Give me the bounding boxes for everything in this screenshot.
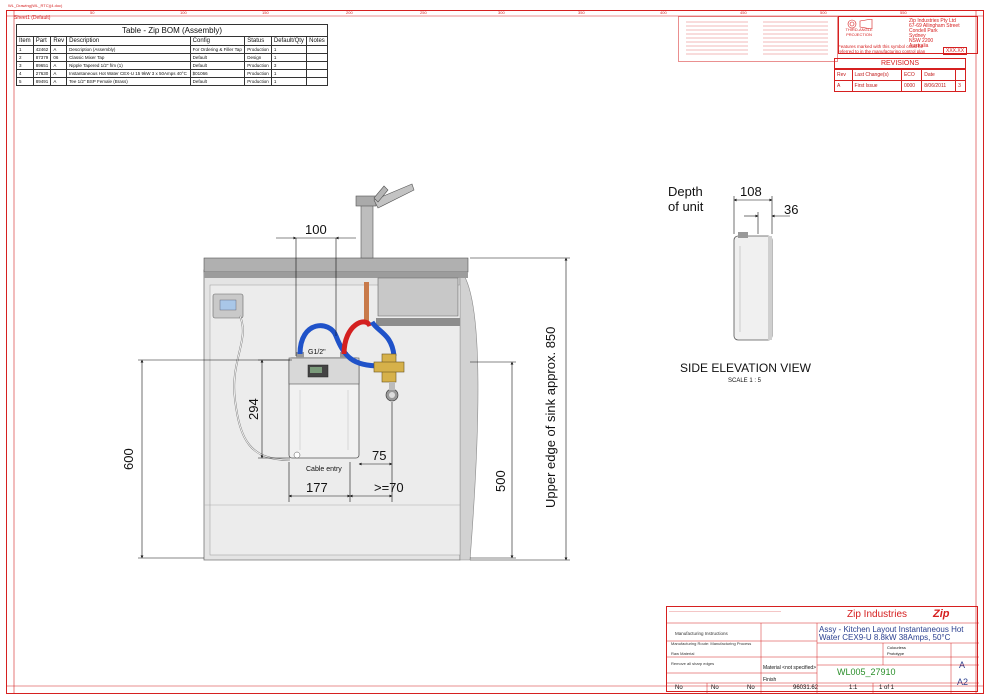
- tb-no-3: No: [747, 685, 755, 691]
- zip-logo: Zip: [933, 608, 950, 620]
- sheet-label: Sheet1 (Default): [14, 15, 51, 21]
- dim-600: 600: [121, 448, 136, 470]
- cable-entry-label: Cable entry: [306, 466, 342, 473]
- third-angle-label: THIRD-ANGLE PROJECTION: [845, 27, 873, 37]
- rev-cell: 8/06/2011: [921, 80, 957, 92]
- tb-sheet: 1 of 1: [879, 685, 895, 691]
- svg-text:450: 450: [740, 10, 747, 15]
- side-view-title: SIDE ELEVATION VIEW: [680, 361, 812, 375]
- sheet-size: A2: [957, 677, 969, 687]
- svg-text:550: 550: [900, 10, 907, 15]
- tb-disclaimer: ————————————————————————————————: [669, 609, 781, 613]
- svg-text:300: 300: [498, 10, 505, 15]
- dim-36: 36: [784, 202, 798, 217]
- company-header-box: THIRD-ANGLE PROJECTION Zip Industries Pt…: [838, 16, 978, 55]
- dim-294: 294: [246, 398, 261, 420]
- svg-text:150: 150: [262, 10, 269, 15]
- cold-supply-hose: [369, 320, 397, 357]
- mfg-instructions: Manufacturing Instructions: [675, 631, 728, 636]
- drawing-number: WL005_27910: [837, 667, 896, 677]
- bom-cell: 5: [16, 77, 34, 86]
- side-view-scale: SCALE 1 : 5: [728, 378, 762, 384]
- dim-75: 75: [372, 448, 386, 463]
- svg-text:500: 500: [820, 10, 827, 15]
- depth-label-1: Depth: [668, 184, 703, 199]
- title-line-2: Water CEX9-U 8.8kW 38Amps, 50°C: [819, 633, 951, 642]
- tee-valve: [373, 353, 405, 402]
- tb-no-2: No: [711, 685, 719, 691]
- tb-status: Prototype: [887, 651, 905, 656]
- sharp-edges-note: Remove all sharp edges: [671, 661, 715, 666]
- finish-label: Finish: [763, 677, 777, 683]
- tb-no-1: No: [675, 685, 683, 691]
- outlet-plate: [219, 299, 237, 311]
- water-heater-unit: [288, 352, 360, 459]
- rev-cell: First Issue: [851, 80, 902, 92]
- title-line-1: Assy - Kitchen Layout Instantaneous Hot: [819, 625, 964, 634]
- dim-108: 108: [740, 184, 762, 199]
- material-label: Material <not specified>: [763, 665, 817, 671]
- bom-cell: Tee 1/2" BSP Female (Brass): [66, 77, 191, 86]
- svg-text:50: 50: [90, 10, 95, 15]
- depth-label-2: of unit: [668, 199, 704, 214]
- spec-text-blocks: [678, 16, 838, 62]
- title-block-grid: [667, 622, 979, 693]
- revisions-title: REVISIONS: [834, 58, 966, 69]
- copper-tail: [364, 282, 369, 322]
- svg-text:100: 100: [180, 10, 187, 15]
- side-elevation-unit: [733, 232, 773, 341]
- g12-label: G1/2": [308, 349, 326, 356]
- file-note: WL_Drawing(WL_RTC)(4.doc): [8, 3, 63, 8]
- svg-text:200: 200: [346, 10, 353, 15]
- tolerance-box: XXX.XX: [943, 47, 968, 55]
- sink-drain-bar: [376, 318, 460, 326]
- dim-177: 177: [306, 480, 328, 495]
- rev-header: ECO: [900, 69, 923, 81]
- bom-cell: [306, 77, 328, 86]
- mfg-route: Manufacturing Route: Manufacturing Proce…: [671, 641, 752, 646]
- raw-material: Raw Material: [671, 651, 695, 656]
- rev-cell: 3: [955, 80, 966, 92]
- title-block: Zip Industries Zip —————————————————————…: [666, 606, 979, 693]
- dim-70: >=70: [374, 480, 404, 495]
- tb-scale: 1:1: [849, 685, 858, 691]
- svg-text:400: 400: [660, 10, 667, 15]
- tb-colour: Colourless: [887, 645, 906, 650]
- bom-cell: Default: [189, 77, 246, 86]
- dim-100: 100: [305, 222, 327, 237]
- revisions-table: REVISIONS Rev Last Change(s) ECO Date A …: [834, 58, 966, 92]
- bom-cell: 1: [270, 77, 308, 86]
- projection-symbol-icon: [847, 19, 873, 29]
- mixer-tap: [355, 183, 415, 259]
- company-legal: Zip Industries Pty Ltd 67-69 Allingham S…: [909, 18, 960, 49]
- feature-warning: Features marked with this symbol could b…: [838, 44, 926, 54]
- tb-mass: 96031.62: [793, 685, 819, 691]
- svg-text:350: 350: [578, 10, 585, 15]
- hot-hose: [341, 319, 373, 355]
- dim-500: 500: [493, 470, 508, 492]
- bom-table: Table - Zip BOM (Assembly) Item Part Rev…: [16, 24, 328, 86]
- sink-edge-label: Upper edge of sink approx. 850: [543, 327, 558, 508]
- rev-cell: 0000: [900, 80, 923, 92]
- title-company: Zip Industries: [847, 609, 908, 620]
- svg-text:250: 250: [420, 10, 427, 15]
- drawing-sheet-frame: [6, 10, 984, 694]
- sink-bowl: [377, 277, 459, 317]
